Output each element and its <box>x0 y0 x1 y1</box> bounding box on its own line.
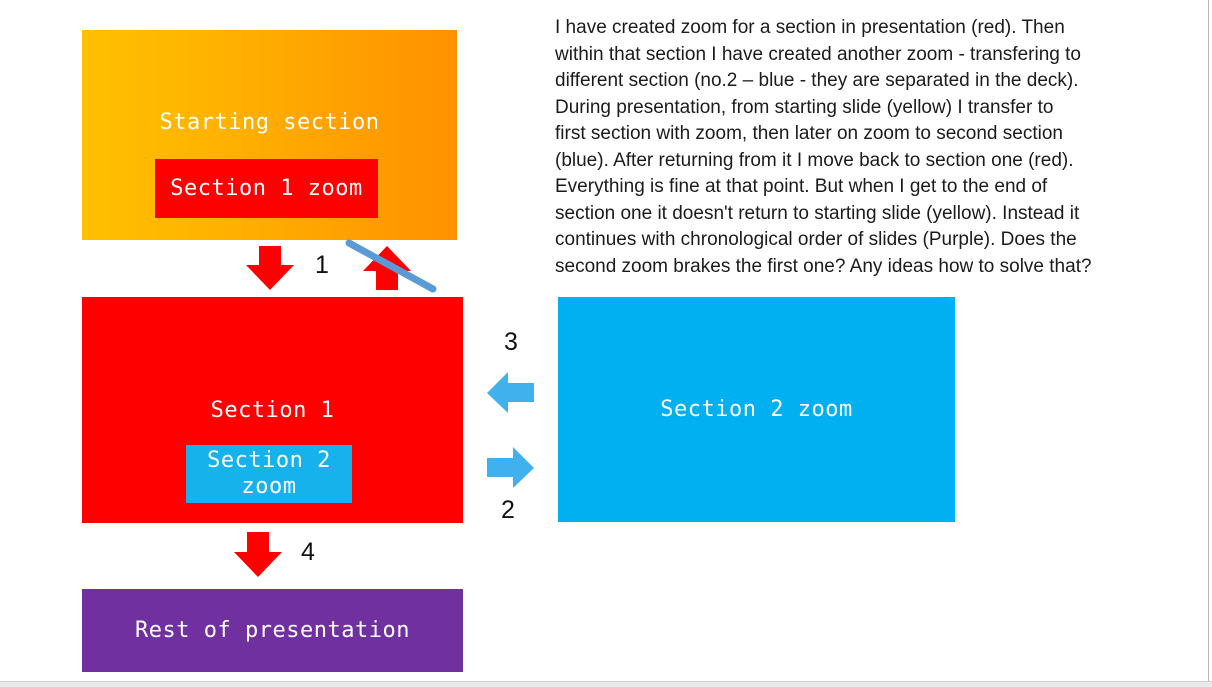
question-line: first section with zoom, then later on z… <box>555 123 1063 144</box>
red-down-arrow-4-icon <box>234 532 282 577</box>
page-right-border <box>1208 0 1209 682</box>
question-line: different section (no.2 – blue - they ar… <box>555 70 1079 91</box>
step-2-label: 2 <box>501 496 515 524</box>
question-line: within that section I have created anoth… <box>555 43 1081 65</box>
section1-label: Section 1 <box>210 398 335 423</box>
question-line: continues with chronological order of sl… <box>555 229 1077 250</box>
red-down-arrow-1-icon <box>246 246 294 290</box>
blue-right-arrow-icon <box>487 447 534 488</box>
step-1-label: 1 <box>315 251 329 279</box>
section2-zoom-inner-box: Section 2 zoom <box>186 445 352 503</box>
question-line: I have created zoom for a section in pre… <box>555 17 1065 38</box>
step-3-label: 3 <box>504 328 518 356</box>
rest-of-presentation-box: Rest of presentation <box>82 589 463 672</box>
section1-box: Section 1 Section 2 zoom <box>82 297 463 523</box>
question-line: section one it doesn't return to startin… <box>555 202 1080 224</box>
starting-section-box: Starting section Section 1 zoom <box>82 30 457 240</box>
starting-section-label: Starting section <box>159 110 380 135</box>
section2-zoom-label: Section 2 zoom <box>660 397 853 422</box>
question-line: (blue). After returning from it I move b… <box>555 149 1074 171</box>
question-line: second zoom brakes the first one? Any id… <box>555 255 1092 277</box>
question-line: Everything is fine at that point. But wh… <box>555 176 1048 197</box>
section1-zoom-box: Section 1 zoom <box>155 159 378 218</box>
horizontal-scrollbar[interactable] <box>0 681 1212 687</box>
blue-left-arrow-icon <box>487 372 534 413</box>
question-paragraph: I have created zoom for a section in pre… <box>555 15 1200 280</box>
step-4-label: 4 <box>301 538 315 566</box>
no-return-cross-line-icon <box>345 239 437 293</box>
red-up-arrow-icon <box>363 246 411 290</box>
question-line: During presentation, from starting slide… <box>555 96 1054 118</box>
section2-zoom-box: Section 2 zoom <box>558 297 955 522</box>
section1-zoom-label: Section 1 zoom <box>170 176 363 201</box>
rest-of-presentation-label: Rest of presentation <box>135 618 410 643</box>
section2-zoom-inner-label: Section 2 zoom <box>207 448 331 499</box>
